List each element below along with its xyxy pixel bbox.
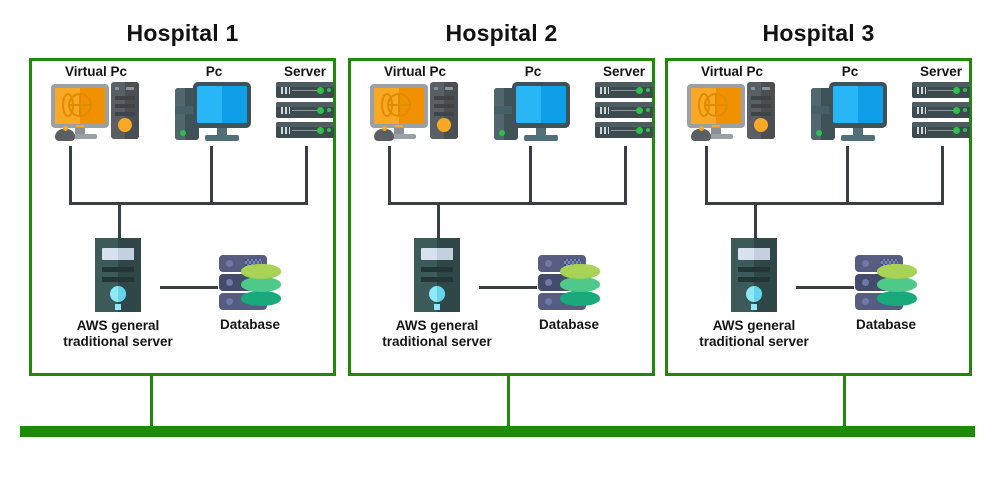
pc-icon: [811, 82, 889, 144]
node-label-virtual-pc: Virtual Pc: [64, 64, 128, 79]
aws-server-label-3: AWS general traditional server: [699, 318, 809, 350]
link-pc-bus-3: [846, 146, 849, 202]
server-rack-icon: [276, 82, 334, 140]
link-bus-aws-1: [118, 202, 121, 238]
database-label-2: Database: [538, 317, 600, 332]
lan-bus-1: [69, 202, 308, 205]
node-database-2[interactable]: Database: [538, 255, 600, 332]
pc-icon: [175, 82, 253, 144]
database-icon: [538, 255, 600, 311]
hospital-title-1: Hospital 1: [126, 20, 239, 46]
node-aws-server-2[interactable]: AWS general traditional server: [382, 238, 492, 349]
server-rack-icon: [912, 82, 970, 140]
lan-bus-3: [705, 202, 944, 205]
hospital-group-2[interactable]: Hospital 2 Virtual Pc Pc: [348, 20, 655, 376]
link-aws-database-3: [796, 286, 854, 289]
node-label-virtual-pc: Virtual Pc: [700, 64, 764, 79]
link-pc-bus-2: [529, 146, 532, 202]
bus-drop-hospital-1: [150, 376, 153, 428]
link-virtual-pc-bus-2: [388, 146, 391, 202]
link-pc-bus-1: [210, 146, 213, 202]
node-label-server: Server: [602, 64, 646, 79]
database-icon: [855, 255, 917, 311]
aws-server-tower-icon: [731, 238, 777, 312]
hospital-title-2: Hospital 2: [445, 20, 558, 46]
aws-server-label-1: AWS general traditional server: [63, 318, 173, 350]
virtual-pc-icon: [51, 82, 141, 144]
node-database-1[interactable]: Database: [219, 255, 281, 332]
node-label-virtual-pc: Virtual Pc: [383, 64, 447, 79]
link-bus-aws-2: [437, 202, 440, 238]
virtual-pc-icon: [370, 82, 460, 144]
node-label-pc: Pc: [841, 64, 859, 79]
network-bus: [20, 426, 975, 437]
hospital-group-3[interactable]: Hospital 3 Virtual Pc Pc: [665, 20, 972, 376]
link-aws-database-1: [160, 286, 218, 289]
bus-drop-hospital-2: [507, 376, 510, 428]
aws-server-tower-icon: [414, 238, 460, 312]
link-virtual-pc-bus-3: [705, 146, 708, 202]
node-label-pc: Pc: [524, 64, 542, 79]
hospital-title-3: Hospital 3: [762, 20, 875, 46]
node-label-server: Server: [919, 64, 963, 79]
link-server-bus-3: [941, 146, 944, 202]
pc-icon: [494, 82, 572, 144]
virtual-pc-icon: [687, 82, 777, 144]
database-icon: [219, 255, 281, 311]
node-aws-server-1[interactable]: AWS general traditional server: [63, 238, 173, 349]
server-rack-icon: [595, 82, 653, 140]
link-bus-aws-3: [754, 202, 757, 238]
link-aws-database-2: [479, 286, 537, 289]
hospital-group-1[interactable]: Hospital 1 Virtual Pc Pc: [29, 20, 336, 376]
link-virtual-pc-bus-1: [69, 146, 72, 202]
link-server-bus-2: [624, 146, 627, 202]
database-label-1: Database: [219, 317, 281, 332]
link-server-bus-1: [305, 146, 308, 202]
node-aws-server-3[interactable]: AWS general traditional server: [699, 238, 809, 349]
aws-server-tower-icon: [95, 238, 141, 312]
node-label-pc: Pc: [205, 64, 223, 79]
bus-drop-hospital-3: [843, 376, 846, 428]
lan-bus-2: [388, 202, 627, 205]
node-database-3[interactable]: Database: [855, 255, 917, 332]
node-label-server: Server: [283, 64, 327, 79]
aws-server-label-2: AWS general traditional server: [382, 318, 492, 350]
database-label-3: Database: [855, 317, 917, 332]
